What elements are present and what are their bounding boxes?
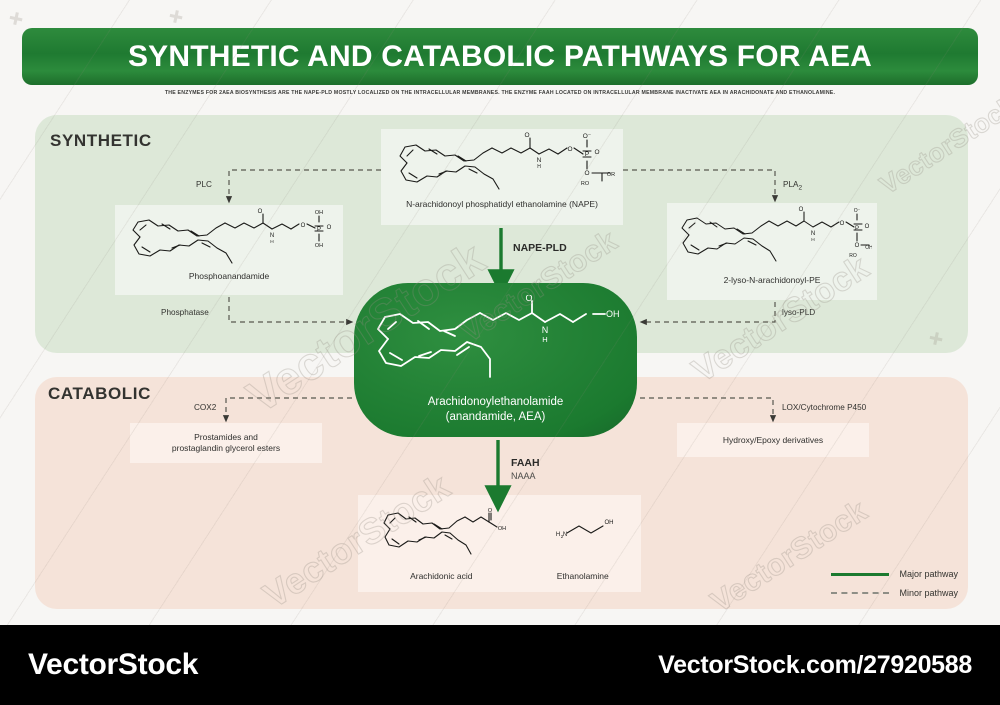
panel-title-catabolic: CATABOLIC bbox=[48, 384, 151, 403]
svg-text:RO: RO bbox=[849, 253, 857, 259]
svg-text:O: O bbox=[525, 295, 532, 303]
caption-nape: N-arachidonoyl phosphatidyl ethanolamine… bbox=[406, 199, 598, 209]
legend: Major pathway Minor pathway bbox=[831, 569, 958, 598]
svg-text:N: N bbox=[563, 532, 567, 538]
svg-text:H: H bbox=[537, 164, 541, 170]
caption-aea-line2: (anandamide, AEA) bbox=[445, 411, 546, 423]
molecule-box-prostamides: Prostamides and prostaglandin glycerol e… bbox=[130, 423, 322, 463]
svg-text:O: O bbox=[594, 149, 599, 156]
caption-arachidonic-acid: Arachidonic acid bbox=[410, 571, 473, 581]
svg-text:O: O bbox=[524, 132, 529, 139]
molecule-box-phosphoanandamide: O N H O P OH O OH Phosphoanandamide bbox=[115, 205, 343, 295]
molecule-box-hydroxy-epoxy: Hydroxy/Epoxy derivatives bbox=[677, 423, 869, 457]
caption-hydroxy-epoxy: Hydroxy/Epoxy derivatives bbox=[722, 434, 824, 445]
caption-phosphoanandamide: Phosphoanandamide bbox=[188, 271, 270, 281]
svg-text:H: H bbox=[556, 532, 560, 538]
enzyme-label-lyso-pld: lyso-PLD bbox=[782, 308, 816, 317]
subtitle-text: THE ENZYMES FOR 2AEA BIOSYNTHESIS ARE TH… bbox=[164, 90, 836, 96]
svg-text:P: P bbox=[855, 226, 859, 232]
svg-text:H: H bbox=[542, 335, 547, 344]
footer-url: VectorStock.com/27920588 bbox=[658, 650, 972, 679]
svg-text:O: O bbox=[567, 146, 572, 153]
nape-structure: O N H O P O⁻ O O RO OR bbox=[399, 132, 615, 190]
page-title: SYNTHETIC AND CATABOLIC PATHWAYS FOR AEA bbox=[127, 39, 873, 73]
svg-text:O: O bbox=[855, 243, 860, 249]
aea-structure: O N H OH bbox=[377, 295, 620, 378]
svg-text:O: O bbox=[865, 224, 870, 230]
svg-text:OH: OH bbox=[314, 243, 322, 249]
svg-text:N: N bbox=[269, 233, 273, 239]
svg-text:O: O bbox=[799, 207, 804, 213]
svg-text:RO: RO bbox=[581, 181, 590, 187]
enzyme-label-nape-pld: NAPE-PLD bbox=[513, 242, 567, 254]
legend-swatch-major-icon bbox=[831, 572, 890, 576]
enzyme-label-faah: FAAH bbox=[511, 457, 540, 469]
svg-text:O: O bbox=[326, 225, 331, 231]
svg-text:H: H bbox=[811, 237, 815, 243]
caption-ethanolamine: Ethanolamine bbox=[556, 571, 609, 581]
enzyme-label-lox: LOX/Cytochrome P450 bbox=[782, 403, 867, 412]
svg-text:O: O bbox=[840, 221, 845, 227]
svg-text:O: O bbox=[584, 170, 589, 177]
caption-lyso-pe: 2-lyso-N-arachidonoyl-PE bbox=[723, 275, 821, 285]
legend-label-minor: Minor pathway bbox=[899, 588, 958, 598]
svg-text:P: P bbox=[316, 227, 320, 233]
caption-prostamides-line1: Prostamides and bbox=[194, 432, 258, 442]
caption-prostamides-line2: prostaglandin glycerol esters bbox=[171, 443, 281, 453]
svg-text:OH: OH bbox=[865, 245, 872, 251]
phosphoanandamide-structure: O N H O P OH O OH bbox=[131, 209, 331, 264]
footer-brand: VectorStock bbox=[28, 648, 199, 681]
arachidonic-acid-structure: O OH bbox=[383, 508, 506, 555]
title-banner: SYNTHETIC AND CATABOLIC PATHWAYS FOR AEA bbox=[22, 28, 978, 85]
legend-row-minor: Minor pathway bbox=[831, 588, 958, 598]
svg-text:H: H bbox=[270, 239, 274, 245]
svg-text:OH: OH bbox=[498, 526, 506, 532]
svg-text:P: P bbox=[585, 151, 589, 158]
molecule-box-lyso-pe: O N H O P O⁻ O O RO OH 2-lyso-N-arachido… bbox=[667, 203, 877, 300]
svg-text:O⁻: O⁻ bbox=[583, 133, 592, 140]
enzyme-label-plc: PLC bbox=[196, 180, 212, 189]
enzyme-label-cox2: COX2 bbox=[194, 403, 217, 412]
footer-bar: VectorStock VectorStock.com/27920588 bbox=[0, 625, 1000, 705]
svg-text:N: N bbox=[811, 231, 815, 237]
enzyme-label-naaa: NAAA bbox=[511, 471, 536, 481]
svg-text:O: O bbox=[257, 209, 262, 215]
watermark-mark-icon: ✕ bbox=[6, 8, 27, 30]
molecule-box-faah-products: O OH Arachidonic acid H 2 N OH Ethanolam… bbox=[358, 495, 641, 592]
panel-title-synthetic: SYNTHETIC bbox=[50, 131, 152, 150]
legend-row-major: Major pathway bbox=[831, 569, 958, 579]
lyso-pe-structure: O N H O P O⁻ O O RO OH bbox=[681, 207, 872, 262]
enzyme-label-pla2: PLA2 bbox=[783, 180, 803, 192]
legend-label-major: Major pathway bbox=[899, 569, 958, 579]
svg-text:OH: OH bbox=[314, 210, 322, 216]
svg-text:O⁻: O⁻ bbox=[854, 208, 861, 214]
product-ethanolamine: H 2 N OH Ethanolamine bbox=[543, 503, 623, 582]
legend-swatch-minor-icon bbox=[831, 592, 890, 594]
svg-text:2: 2 bbox=[560, 534, 563, 539]
enzyme-label-phosphatase: Phosphatase bbox=[161, 308, 209, 317]
product-arachidonic-acid: O OH Arachidonic acid bbox=[376, 503, 506, 582]
caption-aea-line1: Arachidonoylethanolamide bbox=[427, 396, 564, 408]
molecule-box-nape: O N H O P O⁻ O O RO OR N-arachidonoyl ph… bbox=[381, 129, 623, 225]
watermark-mark-icon: ✕ bbox=[166, 6, 187, 28]
molecule-capsule-aea: O N H OH Arachidonoylethanolamide (anand… bbox=[354, 283, 637, 437]
ethanolamine-structure: H 2 N OH bbox=[556, 520, 614, 539]
svg-text:OH: OH bbox=[604, 520, 613, 526]
svg-text:OH: OH bbox=[606, 309, 620, 319]
svg-text:N: N bbox=[537, 157, 542, 164]
svg-text:N: N bbox=[542, 325, 549, 335]
svg-text:O: O bbox=[488, 508, 493, 514]
svg-text:O: O bbox=[300, 223, 305, 229]
svg-text:OR: OR bbox=[607, 172, 615, 178]
